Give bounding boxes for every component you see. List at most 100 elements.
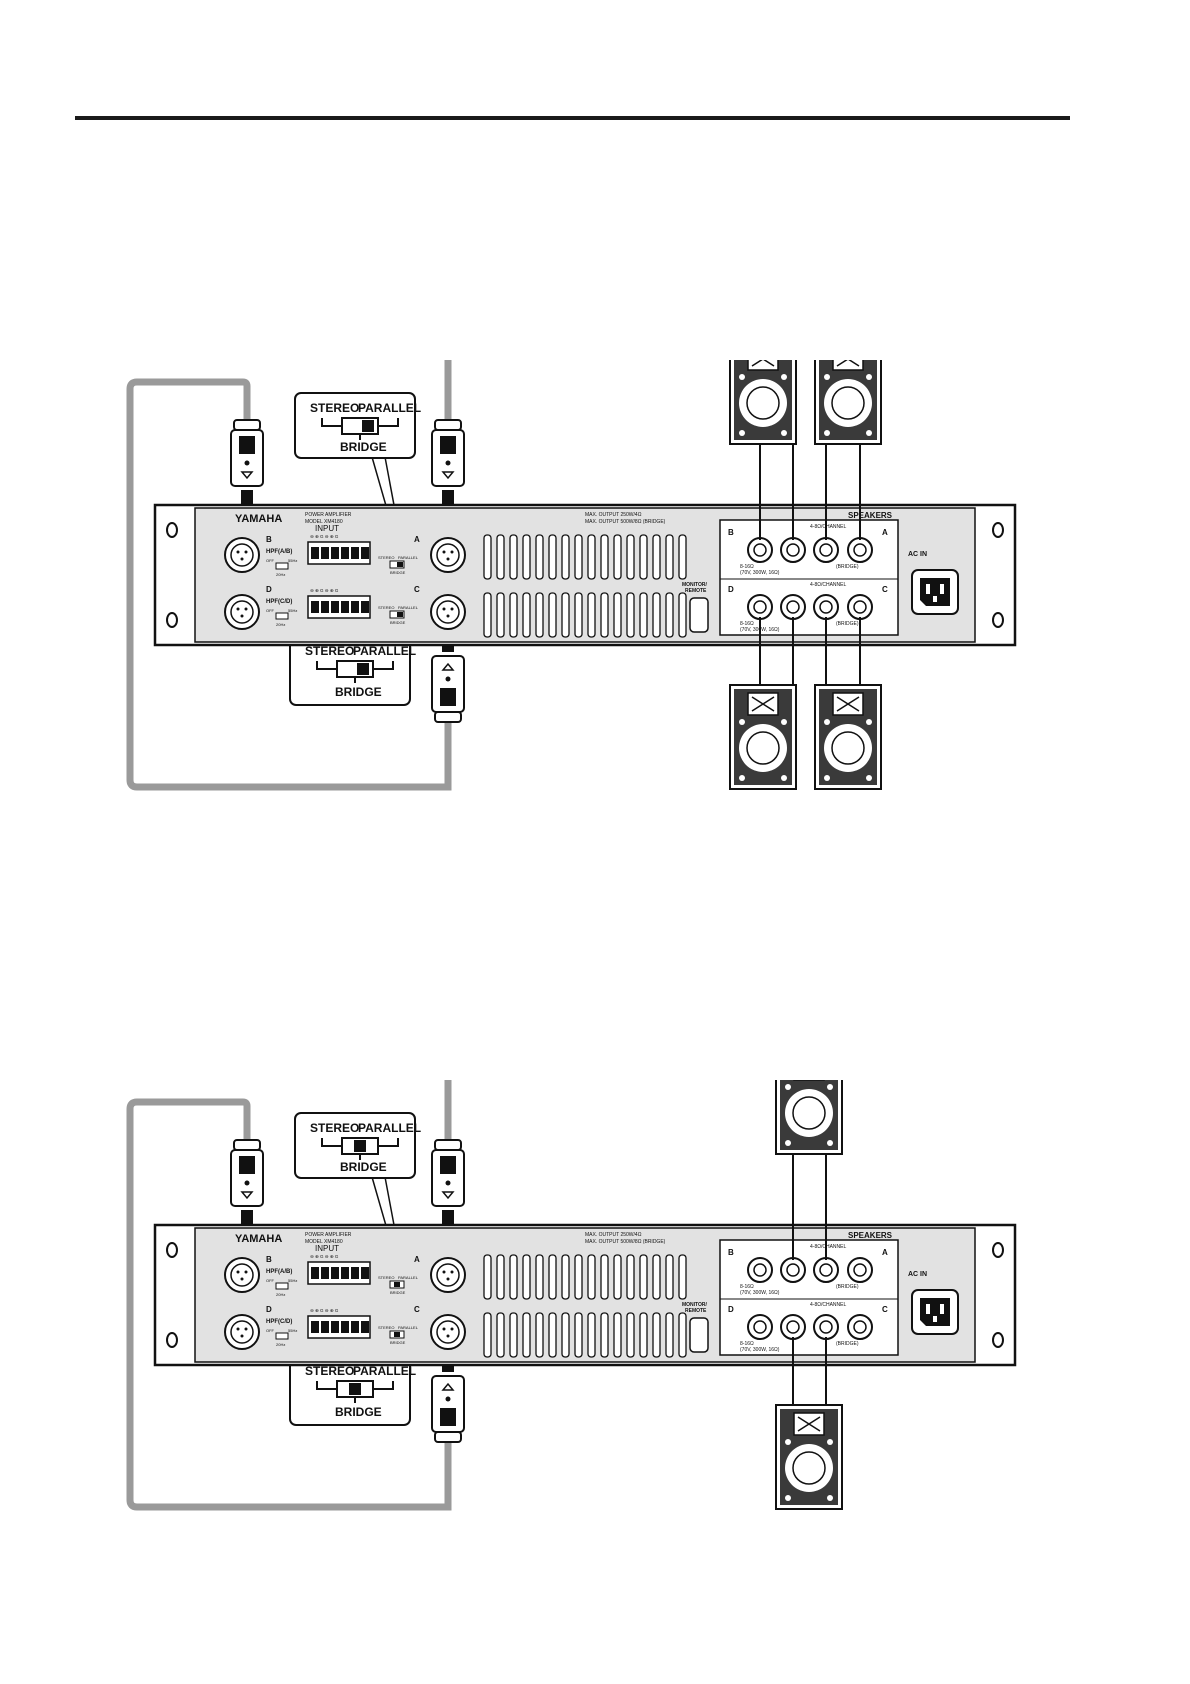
hpf-cd-switch[interactable]	[275, 1332, 289, 1340]
xlr-plug-icon	[431, 1375, 465, 1443]
callout-parallel-label: PARALLEL	[358, 1121, 421, 1135]
model-line-2: MODEL XM4180	[305, 519, 343, 525]
hpf-cd-switch[interactable]	[275, 612, 289, 620]
speaker-channel-b: B	[728, 1248, 734, 1257]
mode-parallel-label: PARALLEL	[398, 1325, 419, 1330]
ohm-channel-top: 4-8Ω/CHANNEL	[810, 524, 846, 530]
monitor-remote-port[interactable]	[689, 1317, 709, 1353]
vent-grille-bottom	[483, 592, 687, 638]
mode-stereo-label: STEREO	[378, 605, 394, 610]
xlr-jack-d	[224, 594, 260, 630]
channel-a-label: A	[414, 1255, 420, 1264]
speaker-channel-d: D	[728, 585, 734, 594]
mode-stereo-label: STEREO	[378, 1325, 394, 1330]
mode-stereo-label: STEREO	[378, 555, 394, 560]
terminal-marks: ⊖ ⊕ G ⊖ ⊕ G	[310, 1308, 339, 1313]
speaker-channel-a: A	[882, 528, 888, 537]
bridge-label-top: (BRIDGE)	[836, 564, 859, 570]
hpf-cd-label: HPF(C/D)	[266, 599, 292, 605]
euroblock-terminal-bottom: ⊖ ⊕ G ⊖ ⊕ G	[307, 1308, 371, 1339]
rack-hole-icon	[992, 522, 1004, 538]
hpf-off-label: OFF	[266, 1328, 275, 1333]
speakers-title: SPEAKERS	[848, 511, 893, 520]
model-line-1: POWER AMPLIFIER	[305, 1232, 352, 1238]
impedance-line-2: (70V, 300W, 16Ω)	[740, 570, 780, 576]
max-output-line-1: MAX. OUTPUT 250W/4Ω	[585, 512, 642, 518]
hpf-ab-label: HPF(A/B)	[266, 549, 292, 555]
terminal-marks: ⊖ ⊕ G ⊖ ⊕ G	[310, 1254, 339, 1259]
speaker-terminal-block	[719, 1239, 899, 1356]
bridge-label-top: (BRIDGE)	[836, 1284, 859, 1290]
model-line-1: POWER AMPLIFIER	[305, 512, 352, 518]
speaker-channel-d: D	[728, 1305, 734, 1314]
xlr-jack-c	[430, 1314, 466, 1350]
speakers-title: SPEAKERS	[848, 1231, 893, 1240]
connection-diagram-bridge-two-speakers: STEREO PARALLEL BRIDGE STEREO PARALLEL B…	[126, 1080, 1017, 1511]
speaker-channel-c: C	[882, 585, 888, 594]
callout-stereo-label: STEREO	[310, 401, 359, 415]
hpf-55-label: 55Hz	[288, 608, 297, 613]
hpf-20-label: 20Hz	[276, 622, 285, 627]
ohm-channel-top: 4-8Ω/CHANNEL	[810, 1244, 846, 1250]
mode-switch-callout-top: STEREO PARALLEL BRIDGE	[294, 392, 421, 538]
speaker-channel-a: A	[882, 1248, 888, 1257]
max-output-line-2: MAX. OUTPUT 500W/8Ω (BRIDGE)	[585, 1239, 666, 1245]
hpf-20-label: 20Hz	[276, 1292, 285, 1297]
brand-logo: YAMAHA	[235, 1233, 282, 1245]
mode-parallel-label: PARALLEL	[398, 1275, 419, 1280]
euroblock-terminal-bottom: ⊖ ⊕ G ⊖ ⊕ G	[307, 588, 371, 619]
mode-parallel-label: PARALLEL	[398, 555, 419, 560]
binding-post-icon	[813, 1314, 839, 1340]
callout-bridge-label: BRIDGE	[335, 685, 382, 699]
hpf-ab-switch[interactable]	[275, 1282, 289, 1290]
hpf-ab-switch[interactable]	[275, 562, 289, 570]
xlr-jack-a	[430, 537, 466, 573]
callout-bridge-label: BRIDGE	[335, 1405, 382, 1419]
speaker-cabinet-icon	[729, 684, 797, 790]
monitor-label-line-1: MONITOR/	[682, 582, 708, 588]
connection-diagram-four-speakers: STEREO PARALLEL BRIDGE STEREO PARALLEL B…	[126, 360, 1017, 791]
speaker-cabinet-icon	[729, 360, 797, 445]
binding-post-icon	[847, 594, 873, 620]
input-title: INPUT	[315, 1244, 339, 1253]
binding-post-icon	[747, 537, 773, 563]
euroblock-terminal-top: ⊖ ⊕ G ⊖ ⊕ G	[307, 1254, 371, 1285]
terminal-marks: ⊖ ⊕ G ⊖ ⊕ G	[310, 534, 339, 539]
hpf-20-label: 20Hz	[276, 572, 285, 577]
xlr-jack-b	[224, 1257, 260, 1293]
input-title: INPUT	[315, 524, 339, 533]
rack-hole-icon	[166, 1242, 178, 1258]
mode-switch-callout-bottom: STEREO PARALLEL BRIDGE	[289, 1329, 416, 1426]
speaker-cabinet-icon	[775, 1080, 843, 1155]
rack-hole-icon	[992, 612, 1004, 628]
rack-hole-icon	[166, 522, 178, 538]
rack-hole-icon	[992, 1332, 1004, 1348]
xlr-plug-icon	[230, 1139, 264, 1207]
binding-post-icon	[747, 1257, 773, 1283]
binding-post-icon	[780, 1257, 806, 1283]
binding-post-icon	[847, 1314, 873, 1340]
hpf-off-label: OFF	[266, 558, 275, 563]
xlr-plug-icon	[431, 419, 465, 487]
max-output-line-2: MAX. OUTPUT 500W/8Ω (BRIDGE)	[585, 519, 666, 525]
monitor-remote-port[interactable]	[689, 597, 709, 633]
mode-switch-callout-top: STEREO PARALLEL BRIDGE	[294, 1112, 421, 1258]
binding-post-icon	[780, 1314, 806, 1340]
binding-post-icon	[847, 537, 873, 563]
callout-parallel-label: PARALLEL	[353, 644, 416, 658]
input-cable-loop	[126, 1098, 452, 1511]
channel-d-label: D	[266, 1305, 272, 1314]
channel-b-label: B	[266, 535, 272, 544]
header-rule	[75, 116, 1070, 120]
mode-stereo-label: STEREO	[378, 1275, 394, 1280]
euroblock-terminal-top: ⊖ ⊕ G ⊖ ⊕ G	[307, 534, 371, 565]
impedance-line-1: 8-16Ω	[740, 621, 754, 627]
monitor-label-line-2: REMOTE	[685, 1308, 707, 1314]
speaker-cabinet-icon	[814, 360, 882, 445]
hpf-off-label: OFF	[266, 1278, 275, 1283]
speaker-wires	[759, 444, 861, 685]
amplifier-rear-panel: YAMAHA POWER AMPLIFIER MODEL XM4180 INPU…	[153, 1223, 1017, 1367]
xlr-plug-icon	[431, 1139, 465, 1207]
speaker-cabinet-icon	[814, 684, 882, 790]
binding-post-icon	[813, 1257, 839, 1283]
